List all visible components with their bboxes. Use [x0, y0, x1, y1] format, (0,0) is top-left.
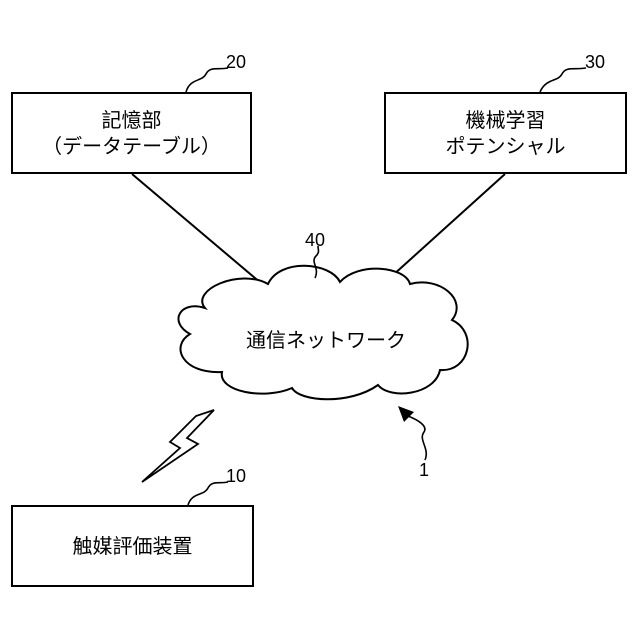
ml-potential-box: 機械学習 ポテンシャル [384, 92, 627, 174]
storage-network-link [132, 174, 262, 284]
ref-30-leader [540, 68, 586, 92]
ref-1-leader [408, 416, 426, 460]
storage-unit-title: 記憶部 [102, 107, 162, 133]
ref-10-leader [188, 482, 228, 505]
catalyst-evaluation-device-box: 触媒評価装置 [11, 505, 254, 587]
ref-number-system: 1 [419, 460, 429, 481]
ref-number-catalyst: 10 [226, 466, 246, 487]
wireless-signal-icon [142, 410, 214, 482]
ref-number-ml: 30 [585, 52, 605, 73]
catalyst-evaluation-device-label: 触媒評価装置 [73, 533, 193, 559]
storage-unit-subtitle: （データテーブル） [42, 133, 221, 159]
ref-1-arrowhead [398, 406, 414, 422]
storage-unit-box: 記憶部 （データテーブル） [11, 92, 252, 174]
ml-potential-title: 機械学習 [466, 107, 546, 133]
ref-number-network: 40 [305, 230, 325, 251]
ml-potential-subtitle: ポテンシャル [446, 133, 566, 159]
network-label: 通信ネットワーク [206, 324, 446, 353]
ml-network-link [392, 174, 505, 276]
ref-number-storage: 20 [226, 52, 246, 73]
ref-20-leader [186, 68, 228, 92]
